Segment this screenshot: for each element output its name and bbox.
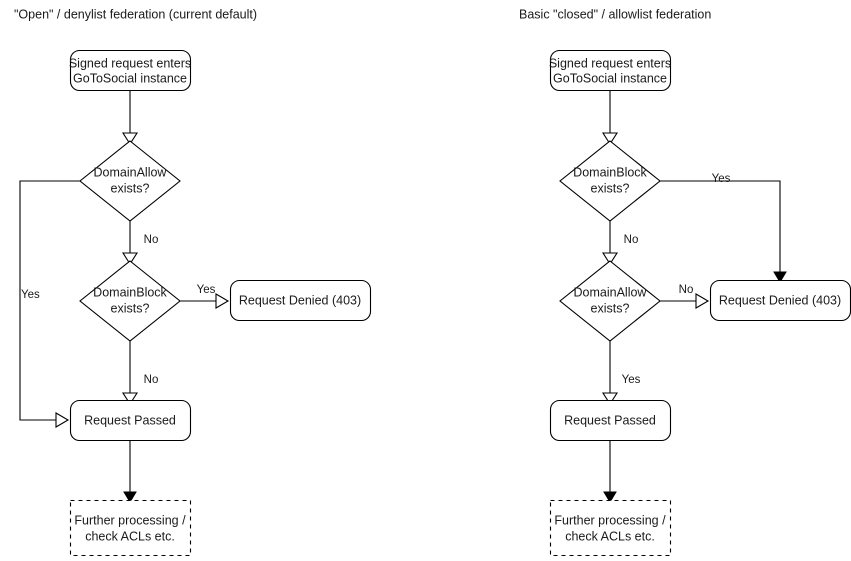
entry-box-label-line2-right: GoToSocial instance <box>553 71 667 85</box>
arrowhead-open-icon <box>121 132 139 146</box>
further-processing-label-line1-right: Further processing / <box>554 513 666 527</box>
arrowhead-open-icon <box>601 132 619 146</box>
edge-label-domainblock-yes-left: Yes <box>197 284 216 296</box>
diagram-open-denylist: "Open" / denylist federation (current de… <box>14 7 372 557</box>
domainblock-label-line2-left: exists? <box>111 301 150 315</box>
domainblock-label-line2-right: exists? <box>591 181 630 195</box>
node-entry-left: Signed request enters GoToSocial instanc… <box>69 49 191 92</box>
domainallow-label-line2-right: exists? <box>591 301 630 315</box>
further-processing-label-line2-left: check ACLs etc. <box>85 529 175 543</box>
edge-domainallow-no-right: No <box>660 284 710 309</box>
domainallow-label-line1-left: DomainAllow <box>94 165 168 179</box>
edge-label-domainallow-yes-right: Yes <box>622 374 641 386</box>
arrowhead-open-icon <box>121 252 139 266</box>
edge-domainblock-no-left: No <box>121 341 159 406</box>
domainblock-label-line1-right: DomainBlock <box>573 165 647 179</box>
edge-label-domainallow-no-left: No <box>144 234 159 246</box>
arrowhead-open-icon <box>601 392 619 406</box>
node-decision-domainblock-right: DomainBlock exists? <box>559 140 661 222</box>
request-passed-label-left: Request Passed <box>84 413 176 427</box>
node-request-denied-left: Request Denied (403) <box>229 279 372 322</box>
domainblock-label-line1-left: DomainBlock <box>93 285 167 299</box>
arrowhead-open-icon <box>601 252 619 266</box>
edge-domainblock-yes-left: Yes <box>180 284 230 309</box>
node-request-denied-right: Request Denied (403) <box>709 279 851 322</box>
node-entry-right: Signed request enters GoToSocial instanc… <box>549 49 671 92</box>
further-processing-box-shape-right <box>549 499 672 557</box>
node-request-passed-left: Request Passed <box>69 399 192 442</box>
node-further-processing-left: Further processing / check ACLs etc. <box>69 499 192 557</box>
arrowhead-solid-icon <box>603 491 617 503</box>
node-decision-domainallow-left: DomainAllow exists? <box>79 140 181 222</box>
edge-entry-to-domainblock-right <box>601 90 619 146</box>
diagram-closed-allowlist: Basic "closed" / allowlist federation Si… <box>519 7 851 557</box>
arrowhead-solid-icon <box>773 271 787 283</box>
edge-label-domainblock-yes-right: Yes <box>712 173 731 185</box>
further-processing-box-shape-left <box>69 499 192 557</box>
edge-label-domainblock-no-left: No <box>144 374 159 386</box>
entry-box-label-line1-left: Signed request enters <box>69 56 191 70</box>
arrowhead-solid-icon <box>123 491 137 503</box>
edge-label-domainblock-no-right: No <box>624 234 639 246</box>
edge-passed-to-further-right <box>603 440 617 503</box>
edge-domainallow-yes-right: Yes <box>601 341 641 406</box>
request-denied-box-shape-left <box>229 279 372 322</box>
diagram-title-open-denylist: "Open" / denylist federation (current de… <box>14 7 257 21</box>
arrowhead-open-icon <box>695 293 710 309</box>
entry-box-label-line1-right: Signed request enters <box>549 56 671 70</box>
domainallow-label-line1-right: DomainAllow <box>574 285 648 299</box>
arrowhead-open-icon <box>215 293 230 309</box>
further-processing-label-line2-right: check ACLs etc. <box>565 529 655 543</box>
node-decision-domainallow-right: DomainAllow exists? <box>559 260 661 342</box>
edge-label-domainallow-yes-left: Yes <box>21 289 40 301</box>
edge-entry-to-domainallow-left <box>121 90 139 146</box>
edge-label-domainallow-no-right: No <box>679 284 694 296</box>
request-passed-label-right: Request Passed <box>564 413 656 427</box>
edge-domainblock-no-right: No <box>601 221 639 266</box>
request-denied-label-right: Request Denied (403) <box>719 293 841 307</box>
node-decision-domainblock-left: DomainBlock exists? <box>79 260 181 342</box>
node-further-processing-right: Further processing / check ACLs etc. <box>549 499 672 557</box>
diagram-title-closed-allowlist: Basic "closed" / allowlist federation <box>519 7 711 21</box>
edge-domainblock-yes-right: Yes <box>660 173 787 283</box>
arrowhead-open-icon <box>121 392 139 406</box>
request-denied-label-left: Request Denied (403) <box>239 293 361 307</box>
further-processing-label-line1-left: Further processing / <box>74 513 186 527</box>
edge-domainallow-no-left: No <box>121 221 159 266</box>
arrowhead-open-icon <box>55 412 70 428</box>
entry-box-label-line2-left: GoToSocial instance <box>73 71 187 85</box>
domainallow-label-line2-left: exists? <box>111 181 150 195</box>
node-request-passed-right: Request Passed <box>549 399 672 442</box>
edge-passed-to-further-left <box>123 440 137 503</box>
edge-domainallow-yes-left: Yes <box>19 180 80 428</box>
